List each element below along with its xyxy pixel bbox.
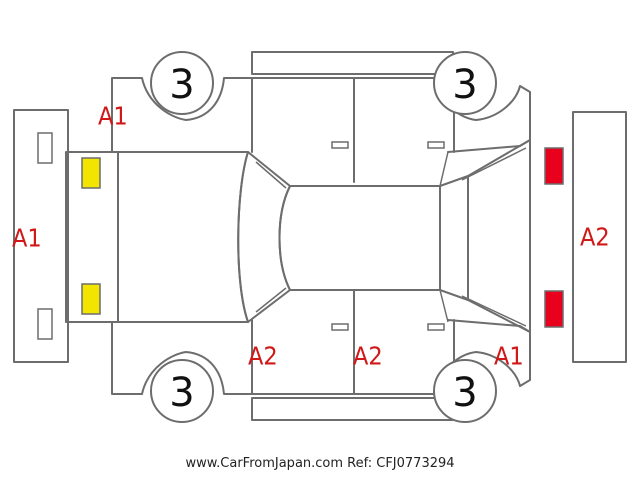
taillight-right-red-marker xyxy=(544,290,564,328)
wheel-rear-right-grade: 3 xyxy=(452,370,477,416)
watermark-text: www.CarFromJapan.com Ref: CFJ0773294 xyxy=(185,456,455,471)
wheel-rear-left-grade: 3 xyxy=(452,62,477,108)
front-left-fender-damage-code: A1 xyxy=(98,102,128,131)
right-front-door-damage-code: A2 xyxy=(248,342,278,371)
wheel-front-left: 3 xyxy=(150,51,214,115)
taillight-markers xyxy=(544,147,564,328)
wheel-front-right-grade: 3 xyxy=(169,370,194,416)
right-roof-rail xyxy=(251,397,454,421)
wheel-front-left-grade: 3 xyxy=(169,62,194,108)
top-view-body xyxy=(65,139,531,333)
left-roof-rail xyxy=(251,51,454,75)
rear-bumper-damage-code: A2 xyxy=(580,223,610,252)
wheel-rear-left: 3 xyxy=(433,51,497,115)
wheel-rear-right: 3 xyxy=(433,359,497,423)
front-bumper-damage-code: A1 xyxy=(12,224,42,253)
front-bumper xyxy=(13,109,69,363)
wheel-front-right: 3 xyxy=(150,359,214,423)
taillight-left-red-marker xyxy=(544,147,564,185)
rear-bumper xyxy=(572,111,627,363)
headlight-left-yellow-marker xyxy=(81,157,101,189)
right-rear-fender-damage-code: A1 xyxy=(494,342,524,371)
right-rear-door-damage-code: A2 xyxy=(353,342,383,371)
headlight-right-yellow-marker xyxy=(81,283,101,315)
headlight-markers xyxy=(81,157,101,315)
